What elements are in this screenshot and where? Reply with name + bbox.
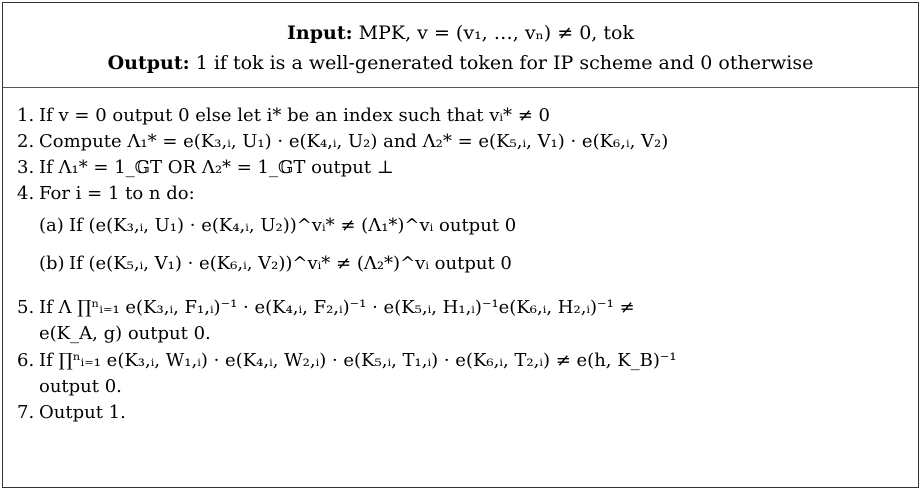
step-text: If (e(K₅,ᵢ, V₁) · e(K₆,ᵢ, V₂))^vᵢ* ≠ (Λ₂… xyxy=(69,253,512,274)
step-4b: (b)If (e(K₅,ᵢ, V₁) · e(K₆,ᵢ, V₂))^vᵢ* ≠ … xyxy=(17,253,512,275)
step-text: If (e(K₃,ᵢ, U₁) · e(K₄,ᵢ, U₂))^vᵢ* ≠ (Λ₁… xyxy=(69,215,517,236)
step-text: If Λ ∏ⁿᵢ₌₁ e(K₃,ᵢ, F₁,ᵢ)⁻¹ · e(K₄,ᵢ, F₂,… xyxy=(39,297,635,318)
step-text: If ∏ⁿᵢ₌₁ e(K₃,ᵢ, W₁,ᵢ) · e(K₄,ᵢ, W₂,ᵢ) ·… xyxy=(39,350,677,371)
step-5: 5.If Λ ∏ⁿᵢ₌₁ e(K₃,ᵢ, F₁,ᵢ)⁻¹ · e(K₄,ᵢ, F… xyxy=(17,297,635,319)
step-7: 7.Output 1. xyxy=(17,402,126,424)
step-4a: (a)If (e(K₃,ᵢ, U₁) · e(K₄,ᵢ, U₂))^vᵢ* ≠ … xyxy=(17,215,516,237)
step-text: For i = 1 to n do: xyxy=(39,183,195,204)
step-number: 7. xyxy=(17,402,35,423)
step-number: 1. xyxy=(17,105,35,126)
step-text: Compute Λ₁* = e(K₃,ᵢ, U₁) · e(K₄,ᵢ, U₂) … xyxy=(39,131,669,152)
step-number: 4. xyxy=(17,183,35,204)
step-text: If Λ₁* = 1_𝔾T OR Λ₂* = 1_𝔾T output ⊥ xyxy=(39,157,394,178)
step-number: 6. xyxy=(17,350,35,371)
output-label: Output: xyxy=(107,52,190,74)
step-6: 6.If ∏ⁿᵢ₌₁ e(K₃,ᵢ, W₁,ᵢ) · e(K₄,ᵢ, W₂,ᵢ)… xyxy=(17,350,677,372)
step-number: (b) xyxy=(39,253,65,274)
output-value: 1 if tok is a well-generated token for I… xyxy=(195,52,814,74)
output-line: Output: 1 if tok is a well-generated tok… xyxy=(3,51,918,75)
step-5-continued: e(K_A, g) output 0. xyxy=(17,323,211,345)
step-text: If v = 0 output 0 else let i* be an inde… xyxy=(39,105,550,126)
input-label: Input: xyxy=(287,22,353,44)
input-value: MPK, v = (v₁, …, vₙ) ≠ 0, tok xyxy=(358,22,634,44)
step-text: output 0. xyxy=(39,376,122,397)
header-divider xyxy=(3,87,918,88)
input-line: Input: MPK, v = (v₁, …, vₙ) ≠ 0, tok xyxy=(3,21,918,45)
step-number: 5. xyxy=(17,297,35,318)
step-3: 3.If Λ₁* = 1_𝔾T OR Λ₂* = 1_𝔾T output ⊥ xyxy=(17,157,394,179)
step-number: 3. xyxy=(17,157,35,178)
step-number: (a) xyxy=(39,215,64,236)
step-2: 2.Compute Λ₁* = e(K₃,ᵢ, U₁) · e(K₄,ᵢ, U₂… xyxy=(17,131,668,153)
step-4: 4.For i = 1 to n do: xyxy=(17,183,195,205)
step-1: 1.If v = 0 output 0 else let i* be an in… xyxy=(17,105,550,127)
step-text: e(K_A, g) output 0. xyxy=(39,323,211,344)
step-6-continued: output 0. xyxy=(17,376,122,398)
step-text: Output 1. xyxy=(39,402,126,423)
step-number: 2. xyxy=(17,131,35,152)
